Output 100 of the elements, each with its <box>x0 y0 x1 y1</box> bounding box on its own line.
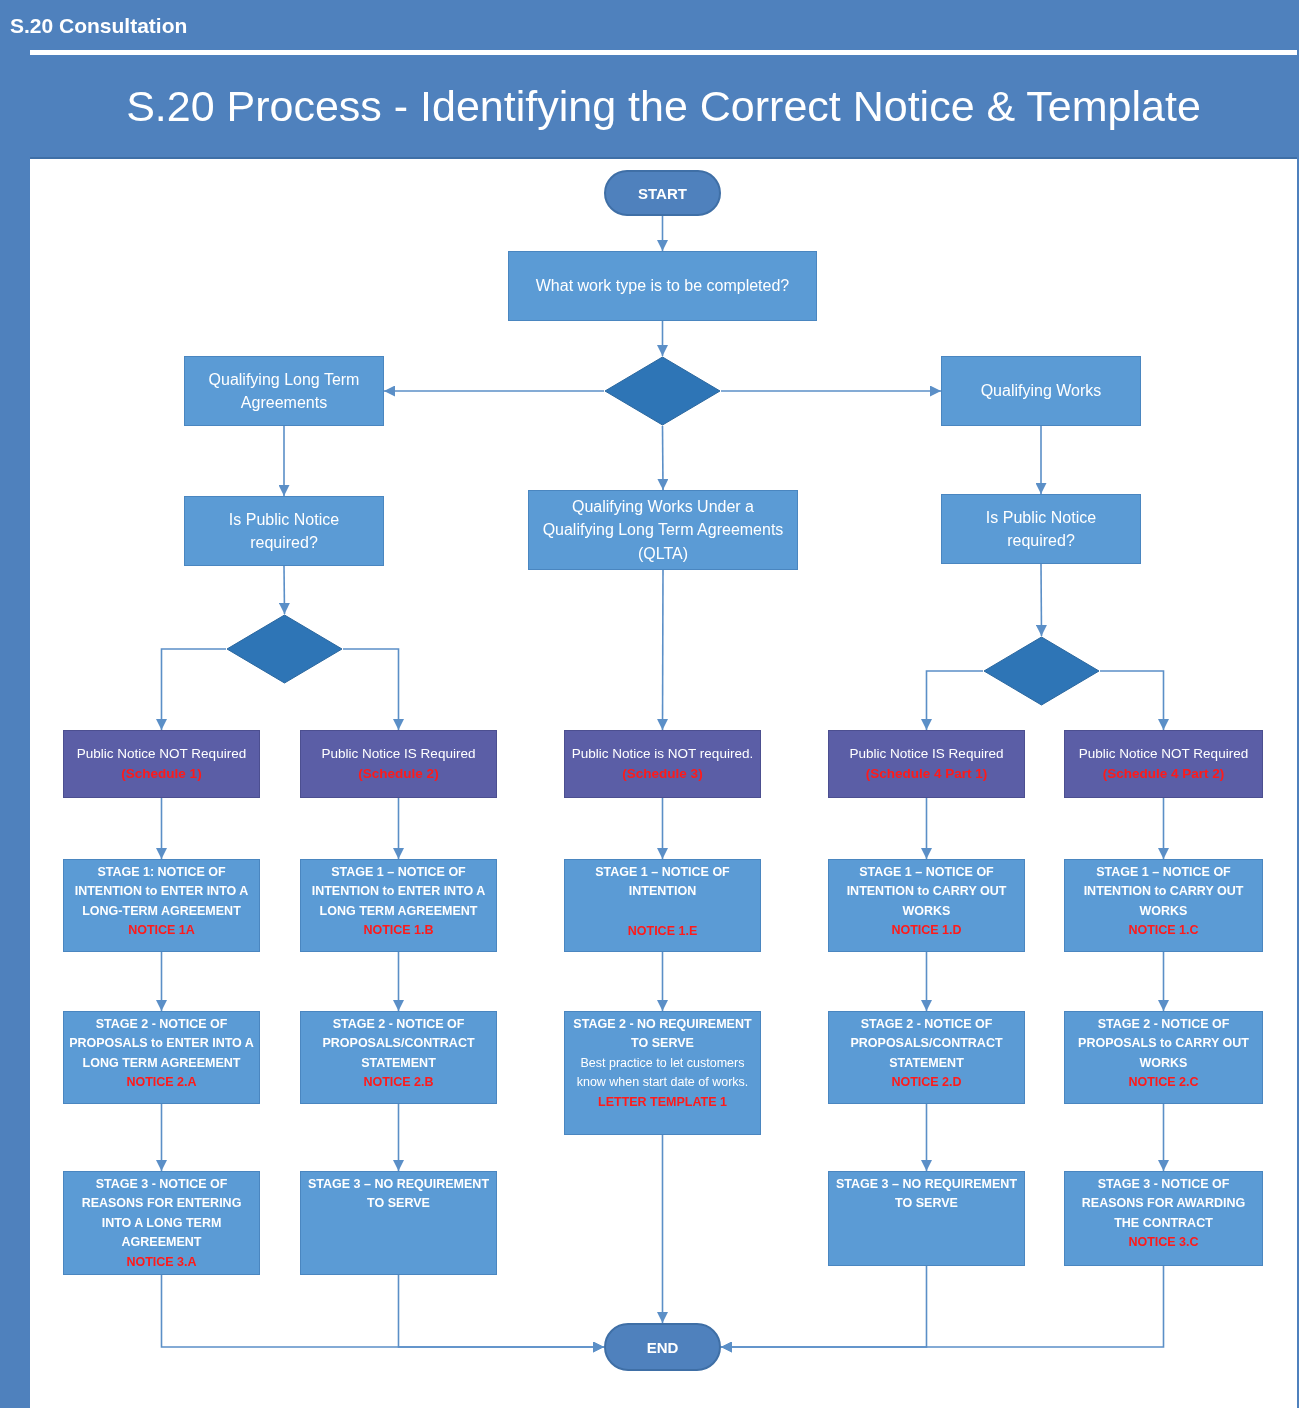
decision-diamond <box>226 614 343 684</box>
stage-box <box>300 1171 497 1275</box>
notice-reference: LETTER TEMPLATE 1 <box>598 1093 727 1111</box>
notice-reference: NOTICE 1.B <box>363 922 434 940</box>
outcome-box <box>828 730 1025 798</box>
stage-box <box>300 1011 497 1104</box>
stage-box <box>300 859 497 952</box>
arrow <box>657 215 668 252</box>
stage-box <box>564 1011 761 1135</box>
node-text: Public Notice IS Required <box>321 744 476 763</box>
node-text: STAGE 1 – NOTICE OF INTENTION to CARRY OUT WORKS <box>1082 864 1245 920</box>
arrow <box>921 951 932 1012</box>
stage-box <box>564 859 761 952</box>
notice-reference: NOTICE 1A <box>128 922 195 940</box>
arrow <box>1035 563 1047 637</box>
process-box <box>184 496 384 566</box>
node-text: STAGE 2 - NOTICE OF PROPOSALS to ENTER INTO A LONG TERM AGREEMENT <box>68 1016 255 1072</box>
notice-reference: NOTICE 2.B <box>363 1074 434 1092</box>
diagram-title: S.20 Process - Identifying the Correct Notice & Template <box>30 55 1297 159</box>
arrow <box>393 1103 404 1172</box>
node-text: Qualifying Works Under a Qualifying Long Term Agreements (QLTA) <box>541 497 785 564</box>
note-text: Best practice to let customers know when start date of works. <box>575 1054 750 1092</box>
notice-reference: NOTICE 1.D <box>891 922 962 940</box>
arrow <box>1158 951 1169 1012</box>
stage-box <box>1064 1011 1263 1104</box>
node-text: Public Notice is NOT required. <box>571 744 754 763</box>
stage-box <box>63 859 260 952</box>
notice-reference: (Schedule 2) <box>358 765 439 783</box>
decision-diamond <box>604 356 721 426</box>
node-text: STAGE 1: NOTICE OF INTENTION to ENTER INTO A LONG-TERM AGREEMENT <box>73 864 250 920</box>
node-text: Qualifying Long Term Agreements <box>207 369 361 413</box>
node-text: STAGE 3 - NOTICE OF REASONS FOR AWARDING THE CONTRACT <box>1080 1176 1247 1232</box>
node-text: START <box>638 184 687 202</box>
node-text: STAGE 3 – NO REQUIREMENT TO SERVE <box>306 1176 490 1213</box>
node-text: Public Notice NOT Required <box>1078 744 1249 763</box>
notice-reference: NOTICE 2.D <box>891 1074 962 1092</box>
notice-reference: NOTICE 3.C <box>1128 1234 1199 1252</box>
section-heading: S.20 Consultation <box>10 14 188 38</box>
node-text: STAGE 2 - NOTICE OF PROPOSALS/CONTRACT STATEMENT <box>321 1016 476 1072</box>
arrow <box>393 951 404 1012</box>
notice-reference: NOTICE 2.C <box>1128 1074 1199 1092</box>
arrow <box>1158 797 1169 860</box>
node-text: What work type is to be completed? <box>535 276 790 297</box>
stage-box <box>1064 1171 1263 1266</box>
node-text: Public Notice IS Required <box>849 744 1004 763</box>
notice-reference: (Schedule 4 Part 2) <box>1102 765 1225 783</box>
node-text: Is Public Notice required? <box>984 507 1098 551</box>
stage-box <box>63 1011 260 1104</box>
arrow <box>156 1103 167 1172</box>
arrow <box>156 797 167 860</box>
arrow <box>278 425 290 497</box>
arrow <box>921 797 932 860</box>
arrow <box>1158 1103 1169 1172</box>
node-text: STAGE 3 - NOTICE OF REASONS FOR ENTERING INTO A LONG TERM AGREEMENT <box>80 1176 243 1252</box>
process-box <box>184 356 384 426</box>
outcome-box <box>1064 730 1263 798</box>
arrow <box>657 951 668 1012</box>
notice-reference: NOTICE 1.C <box>1128 922 1199 940</box>
process-box <box>941 494 1141 564</box>
decision-diamond <box>983 636 1100 706</box>
arrow <box>1035 425 1047 495</box>
stage-box <box>828 1011 1025 1104</box>
notice-reference: NOTICE 1.E <box>627 922 698 940</box>
arrow <box>383 385 605 397</box>
process-box <box>528 490 798 570</box>
process-box <box>508 251 817 321</box>
arrow <box>657 320 668 357</box>
arrow <box>397 1274 605 1353</box>
arrow <box>393 797 404 860</box>
node-text: STAGE 2 - NO REQUIREMENT TO SERVE <box>572 1016 753 1053</box>
node-text: STAGE 1 – NOTICE OF INTENTION to CARRY OUT WORKS <box>845 864 1008 920</box>
arrow <box>720 1265 1165 1353</box>
arrow <box>156 648 227 731</box>
arrow <box>921 1103 932 1172</box>
notice-reference: NOTICE 3.A <box>126 1253 197 1271</box>
notice-reference: (Schedule 3) <box>622 765 703 783</box>
arrow <box>657 569 669 731</box>
outcome-box <box>300 730 497 798</box>
node-text: END <box>646 1338 679 1356</box>
notice-reference: NOTICE 2.A <box>126 1074 197 1092</box>
arrow <box>921 670 984 731</box>
node-text: Public Notice NOT Required <box>76 744 247 763</box>
arrow <box>156 951 167 1012</box>
node-text: STAGE 1 – NOTICE OF INTENTION <box>594 864 731 901</box>
stage-box <box>63 1171 260 1275</box>
node-text: STAGE 1 – NOTICE OF INTENTION to ENTER INTO A LONG TERM AGREEMENT <box>310 864 487 920</box>
stage-box <box>828 859 1025 952</box>
outcome-box <box>63 730 260 798</box>
arrow <box>657 797 668 860</box>
stage-box <box>828 1171 1025 1266</box>
outcome-box <box>564 730 761 798</box>
arrow <box>657 1134 668 1324</box>
node-text: Is Public Notice required? <box>227 509 341 553</box>
process-box <box>941 356 1141 426</box>
arrow <box>342 648 404 731</box>
arrow <box>1099 670 1169 731</box>
notice-reference: (Schedule 4 Part 1) <box>865 765 988 783</box>
arrow <box>278 565 290 615</box>
notice-reference: (Schedule 1) <box>121 765 202 783</box>
arrow <box>720 385 942 397</box>
